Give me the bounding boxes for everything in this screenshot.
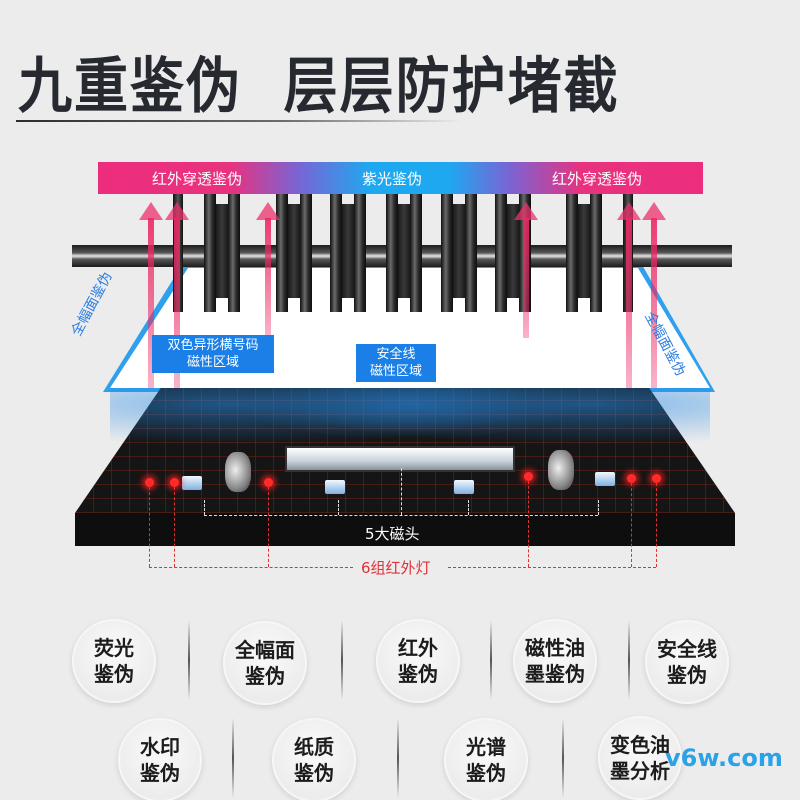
zone-line: 双色异形横号码 — [167, 338, 259, 353]
magnetic-head-bar — [285, 446, 515, 472]
ir-bracket-tick — [528, 481, 529, 567]
banner-uv: 紫光鉴伪 — [362, 170, 423, 188]
ir-bracket-tick — [174, 487, 175, 567]
feature-line: 鉴伪 — [245, 664, 285, 688]
ir-led — [627, 474, 636, 483]
feature-line: 荧光 — [94, 636, 134, 660]
feature-magnetic-ink: 磁性油墨鉴伪 — [513, 619, 597, 703]
feature-fluorescent: 荧光鉴伪 — [72, 619, 156, 703]
feature-divider — [232, 718, 234, 798]
feature-divider — [397, 718, 399, 798]
sensor-base-front — [75, 513, 735, 546]
feature-line: 墨分析 — [610, 759, 670, 783]
title-divider — [16, 120, 462, 122]
feature-watermark: 水印鉴伪 — [118, 718, 202, 800]
magnetic-head — [454, 480, 474, 494]
ir-led — [145, 478, 154, 487]
heads-bracket-tick — [204, 500, 205, 515]
feature-security-thread: 安全线鉴伪 — [645, 620, 729, 704]
ir-bracket — [149, 567, 353, 568]
ir-bracket-tick — [268, 487, 269, 567]
feature-line: 安全线 — [657, 637, 717, 661]
zone-security-thread: 安全线 磁性区域 — [356, 344, 436, 382]
ir-beam — [174, 218, 180, 388]
roller — [330, 194, 366, 312]
zone-line: 磁性区域 — [369, 364, 422, 379]
page-title: 九重鉴伪 层层防护堵截 — [18, 50, 620, 122]
heads-bracket-tick — [468, 500, 469, 515]
ir-arrow-icon — [642, 202, 666, 220]
banner-ir-left: 红外穿透鉴伪 — [152, 170, 243, 188]
feature-infrared: 红外鉴伪 — [376, 619, 460, 703]
heads-bracket-tick — [338, 500, 339, 515]
ir-beam — [651, 218, 657, 388]
ir-led — [524, 472, 533, 481]
ir-beam — [265, 218, 271, 338]
ir-arrow-icon — [256, 202, 280, 220]
heads-bracket — [204, 515, 598, 516]
roller-wheel — [548, 450, 574, 490]
feature-divider — [341, 620, 343, 700]
magnetic-head — [595, 472, 615, 486]
roller — [441, 194, 477, 312]
feature-full-width: 全幅面鉴伪 — [223, 621, 307, 705]
detection-banner: 红外穿透鉴伪 紫光鉴伪 红外穿透鉴伪 — [98, 162, 703, 194]
watermark: v6w.com — [665, 744, 783, 772]
side-label-left: 全幅面鉴伪 — [68, 269, 116, 339]
roller — [386, 194, 422, 312]
feature-line: 光谱 — [466, 735, 506, 759]
ir-bracket-tick — [149, 487, 150, 567]
feature-divider — [628, 620, 630, 700]
feature-color-shift-ink: 变色油墨分析 — [598, 716, 682, 800]
ir-beam — [148, 218, 154, 388]
heads-bracket-tick — [401, 468, 402, 515]
banner-ir-right: 红外穿透鉴伪 — [552, 170, 643, 188]
zone-line: 磁性区域 — [186, 355, 239, 370]
ir-bracket-tick — [656, 483, 657, 567]
feature-line: 纸质 — [294, 735, 334, 759]
feature-divider — [562, 718, 564, 798]
feature-divider — [490, 620, 492, 700]
magnetic-heads-label: 5大磁头 — [365, 525, 420, 543]
zone-serial-number: 双色异形横号码 磁性区域 — [152, 335, 274, 373]
ir-led — [170, 478, 179, 487]
feature-paper: 纸质鉴伪 — [272, 718, 356, 800]
zone-line: 安全线 — [376, 347, 416, 362]
roller — [204, 194, 240, 312]
roller-wheel — [225, 452, 251, 492]
feature-line: 鉴伪 — [94, 662, 134, 686]
feature-line: 磁性油 — [525, 636, 585, 660]
ir-arrow-icon — [617, 202, 641, 220]
feature-line: 鉴伪 — [140, 761, 180, 785]
ir-led — [264, 478, 273, 487]
ir-beam — [626, 218, 632, 388]
feature-line: 红外 — [398, 636, 438, 660]
feature-line: 全幅面 — [235, 638, 295, 662]
ir-arrow-icon — [165, 202, 189, 220]
roller — [566, 194, 602, 312]
ir-beam — [523, 218, 529, 338]
ir-arrow-icon — [514, 202, 538, 220]
ir-bracket-tick — [631, 483, 632, 567]
feature-divider — [188, 620, 190, 700]
ir-bracket — [448, 567, 656, 568]
magnetic-head — [325, 480, 345, 494]
roller — [276, 194, 312, 312]
feature-line: 鉴伪 — [667, 663, 707, 687]
feature-line: 鉴伪 — [466, 761, 506, 785]
feature-line: 鉴伪 — [398, 662, 438, 686]
feature-line: 水印 — [140, 735, 180, 759]
feature-line: 变色油 — [610, 733, 670, 757]
magnetic-head — [182, 476, 202, 490]
ir-led — [652, 474, 661, 483]
ir-arrow-icon — [139, 202, 163, 220]
feature-line: 墨鉴伪 — [525, 662, 585, 686]
heads-bracket-tick — [598, 500, 599, 515]
feature-line: 鉴伪 — [294, 761, 334, 785]
ir-lights-label: 6组红外灯 — [361, 559, 431, 577]
feature-spectrum: 光谱鉴伪 — [444, 718, 528, 800]
